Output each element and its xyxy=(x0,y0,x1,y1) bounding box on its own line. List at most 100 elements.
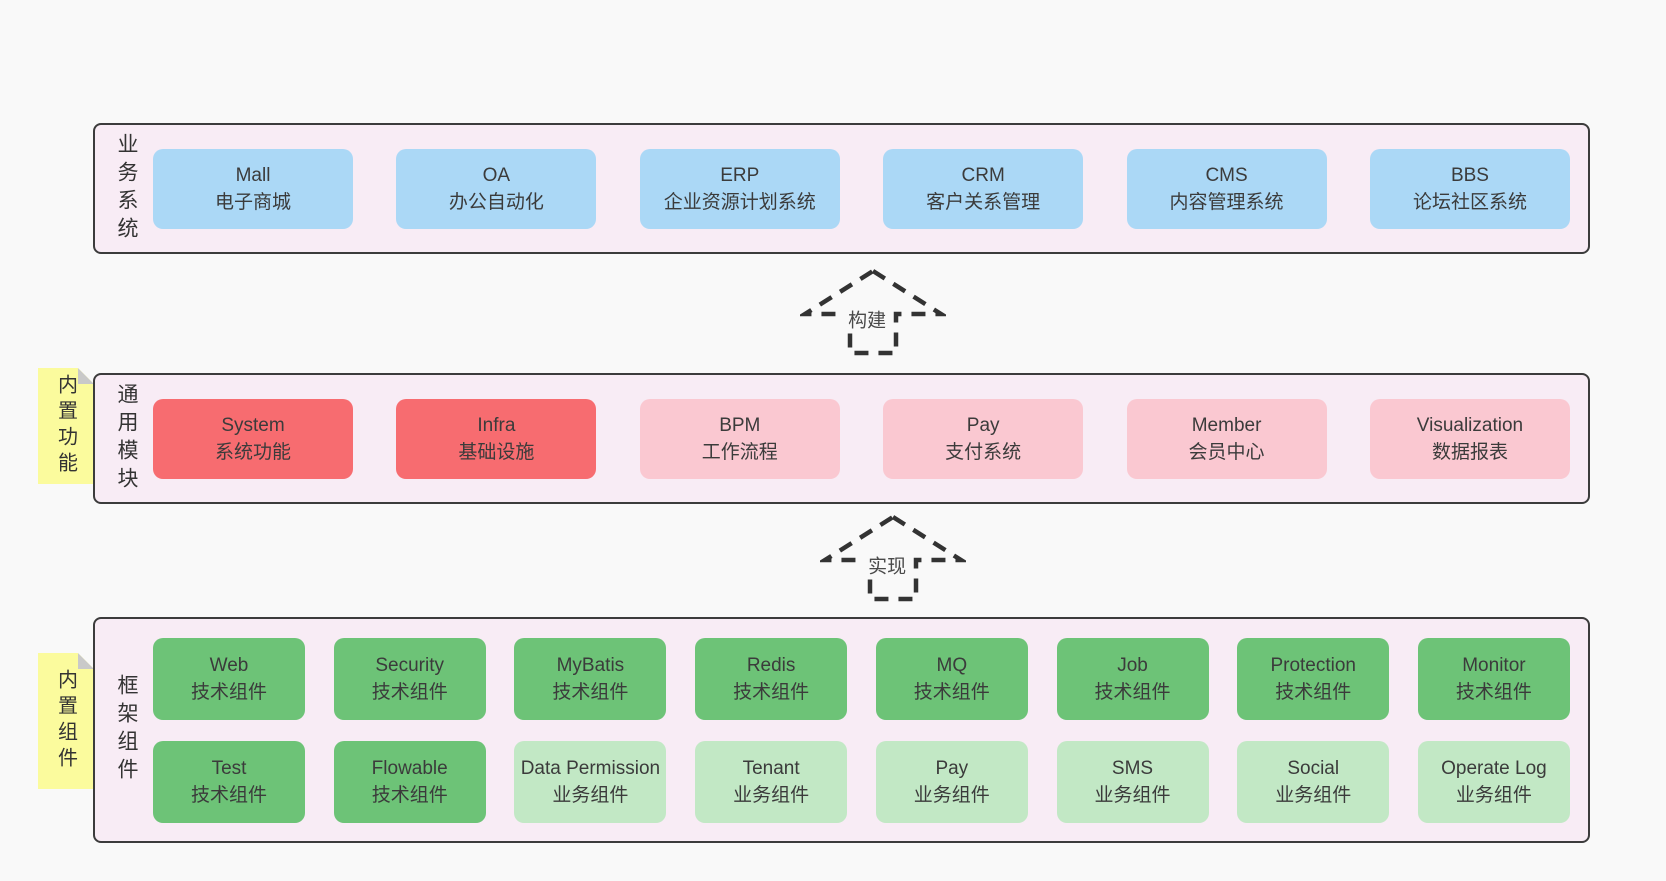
box-subtitle: 数据报表 xyxy=(1431,441,1508,463)
section-label-business-systems: 业务系统 xyxy=(115,132,138,245)
box-title: Pay xyxy=(966,414,1000,436)
box-subtitle: 业务组件 xyxy=(552,784,629,806)
box-title: Infra xyxy=(477,414,516,436)
box-title: CRM xyxy=(961,164,1005,186)
box-subtitle: 工作流程 xyxy=(701,441,778,463)
box-title: CMS xyxy=(1205,164,1248,186)
box-subtitle: 技术组件 xyxy=(552,681,629,703)
box-subtitle: 技术组件 xyxy=(190,681,267,703)
box-title: Visualization xyxy=(1416,414,1524,436)
box-member: Member 会员中心 xyxy=(1126,398,1327,479)
box-mq: MQ 技术组件 xyxy=(875,637,1028,720)
box-subtitle: 业务组件 xyxy=(1275,784,1352,806)
box-subtitle: 技术组件 xyxy=(913,681,990,703)
box-subtitle: 技术组件 xyxy=(1275,681,1352,703)
section-business-systems: 业务系统 Mall 电子商城 OA 办公自动化 ERP 企业资源计划系统 CRM… xyxy=(93,123,1590,254)
box-test: Test 技术组件 xyxy=(153,740,305,823)
box-title: Test xyxy=(211,757,247,779)
box-title: Protection xyxy=(1270,654,1356,676)
box-subtitle: 业务组件 xyxy=(1094,784,1171,806)
box-title: MQ xyxy=(936,654,968,676)
box-data-permission: Data Permission 业务组件 xyxy=(514,740,667,823)
note-fold-icon xyxy=(78,368,94,384)
arrow-build: 构建 xyxy=(800,266,946,358)
box-subtitle: 技术组件 xyxy=(371,784,448,806)
framework-components-row-2: Test 技术组件 Flowable 技术组件 Data Permission … xyxy=(153,740,1570,823)
box-subtitle: 企业资源计划系统 xyxy=(663,191,816,213)
box-title: Operate Log xyxy=(1441,757,1547,779)
sticky-note-built-in-components: 内置组件 xyxy=(38,653,94,789)
box-title: Redis xyxy=(746,654,796,676)
common-modules-rows: System 系统功能 Infra 基础设施 BPM 工作流程 Pay 支付系统… xyxy=(143,398,1588,479)
box-system: System 系统功能 xyxy=(153,398,353,479)
box-erp: ERP 企业资源计划系统 xyxy=(639,148,840,229)
box-sms: SMS 业务组件 xyxy=(1056,740,1209,823)
common-modules-row: System 系统功能 Infra 基础设施 BPM 工作流程 Pay 支付系统… xyxy=(153,398,1570,479)
box-title: BBS xyxy=(1450,164,1489,186)
box-subtitle: 业务组件 xyxy=(913,784,990,806)
box-title: SMS xyxy=(1111,757,1154,779)
box-title: Pay xyxy=(935,757,969,779)
box-title: ERP xyxy=(720,164,760,186)
box-subtitle: 业务组件 xyxy=(1455,784,1532,806)
box-subtitle: 客户关系管理 xyxy=(926,191,1041,213)
framework-components-rows: Web 技术组件 Security 技术组件 MyBatis 技术组件 Redi… xyxy=(143,637,1588,823)
section-framework-components: 框架组件 Web 技术组件 Security 技术组件 MyBatis 技术组件… xyxy=(93,617,1590,843)
box-bpm: BPM 工作流程 xyxy=(639,398,840,479)
box-title: Monitor xyxy=(1462,654,1526,676)
box-web: Web 技术组件 xyxy=(153,637,305,720)
box-subtitle: 技术组件 xyxy=(733,681,810,703)
box-title: Data Permission xyxy=(520,757,661,779)
box-subtitle: 技术组件 xyxy=(371,681,448,703)
box-monitor: Monitor 技术组件 xyxy=(1417,637,1570,720)
box-title: Web xyxy=(209,654,249,676)
arrow-build-label: 构建 xyxy=(845,304,890,334)
box-subtitle: 内容管理系统 xyxy=(1169,191,1284,213)
box-social: Social 业务组件 xyxy=(1237,740,1390,823)
business-systems-rows: Mall 电子商城 OA 办公自动化 ERP 企业资源计划系统 CRM 客户关系… xyxy=(143,148,1588,229)
arrow-implement-label: 实现 xyxy=(865,550,910,580)
box-subtitle: 电子商城 xyxy=(214,191,291,213)
box-mybatis: MyBatis 技术组件 xyxy=(514,637,667,720)
box-visualization: Visualization 数据报表 xyxy=(1369,398,1570,479)
box-subtitle: 基础设施 xyxy=(458,441,535,463)
box-pay: Pay 支付系统 xyxy=(883,398,1084,479)
box-title: Tenant xyxy=(742,757,800,779)
box-subtitle: 办公自动化 xyxy=(448,191,544,213)
note-fold-icon xyxy=(78,653,94,669)
arrow-implement: 实现 xyxy=(820,512,966,604)
box-title: MyBatis xyxy=(556,654,625,676)
note-text: 内置组件 xyxy=(54,669,77,773)
box-title: Social xyxy=(1287,757,1340,779)
box-title: Member xyxy=(1191,414,1262,436)
box-security: Security 技术组件 xyxy=(333,637,486,720)
box-bbs: BBS 论坛社区系统 xyxy=(1369,148,1570,229)
box-subtitle: 系统功能 xyxy=(214,441,291,463)
note-text: 内置功能 xyxy=(54,374,77,478)
framework-components-row-1: Web 技术组件 Security 技术组件 MyBatis 技术组件 Redi… xyxy=(153,637,1570,720)
section-label-framework-components: 框架组件 xyxy=(115,674,138,786)
box-cms: CMS 内容管理系统 xyxy=(1126,148,1327,229)
box-operate-log: Operate Log 业务组件 xyxy=(1417,740,1570,823)
box-title: OA xyxy=(482,164,511,186)
section-common-modules: 通用模块 System 系统功能 Infra 基础设施 BPM 工作流程 Pay… xyxy=(93,373,1590,504)
box-subtitle: 技术组件 xyxy=(1455,681,1532,703)
box-tenant: Tenant 业务组件 xyxy=(695,740,848,823)
box-flowable: Flowable 技术组件 xyxy=(333,740,486,823)
box-title: BPM xyxy=(719,414,761,436)
box-subtitle: 论坛社区系统 xyxy=(1412,191,1527,213)
box-title: Flowable xyxy=(371,757,448,779)
box-title: System xyxy=(221,414,285,436)
section-label-common-modules: 通用模块 xyxy=(115,382,138,495)
box-title: Job xyxy=(1117,654,1148,676)
box-protection: Protection 技术组件 xyxy=(1237,637,1390,720)
box-subtitle: 会员中心 xyxy=(1188,441,1265,463)
business-systems-row: Mall 电子商城 OA 办公自动化 ERP 企业资源计划系统 CRM 客户关系… xyxy=(153,148,1570,229)
box-crm: CRM 客户关系管理 xyxy=(883,148,1084,229)
box-subtitle: 技术组件 xyxy=(190,784,267,806)
box-infra: Infra 基础设施 xyxy=(396,398,597,479)
box-title: Security xyxy=(375,654,445,676)
box-oa: OA 办公自动化 xyxy=(396,148,597,229)
box-title: Mall xyxy=(235,164,271,186)
box-mall: Mall 电子商城 xyxy=(153,148,353,229)
